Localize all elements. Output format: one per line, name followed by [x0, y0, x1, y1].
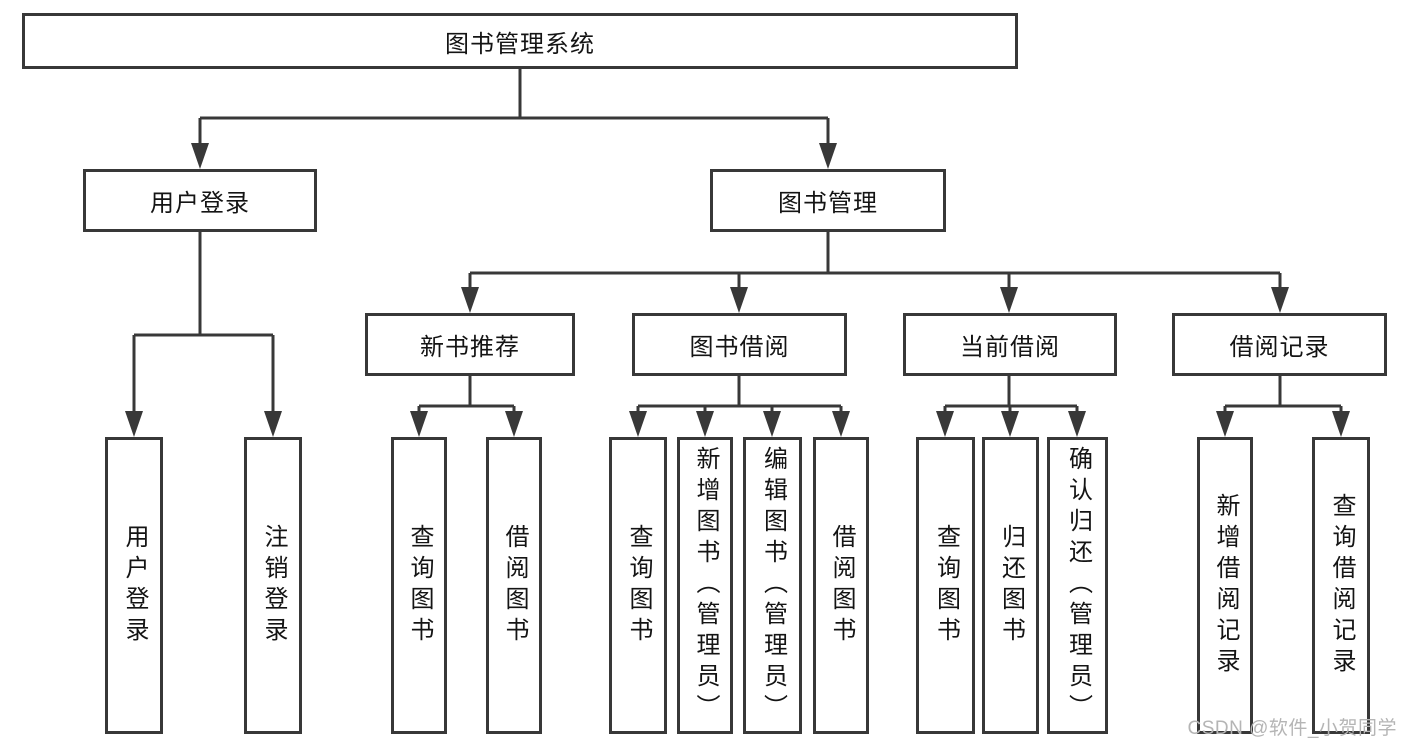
leaf-label: 编辑图书（管理员） — [759, 446, 787, 725]
leaf-label: 查询图书 — [932, 523, 960, 648]
leaf-borrow-books-1: 借阅图书 — [486, 437, 542, 734]
leaf-label: 确认归还（管理员） — [1064, 446, 1092, 725]
csdn-watermark: CSDN @软件_小贺同学 — [1187, 718, 1397, 739]
leaf-label: 新增借阅记录 — [1212, 492, 1239, 679]
leaf-confirm-return-admin: 确认归还（管理员） — [1047, 437, 1108, 734]
leaf-label: 查询图书 — [406, 523, 433, 648]
leaf-label: 借阅图书 — [501, 523, 528, 648]
node-current-borrow: 当前借阅 — [903, 313, 1117, 376]
leaf-label: 借阅图书 — [828, 523, 855, 648]
leaf-label: 查询图书 — [625, 523, 652, 648]
leaf-user-login: 用户登录 — [105, 437, 163, 734]
leaf-label: 注销登录 — [260, 523, 287, 648]
leaf-label: 归还图书 — [997, 523, 1025, 648]
node-borrow-records: 借阅记录 — [1172, 313, 1387, 376]
leaf-label: 新增图书（管理员） — [692, 446, 719, 725]
leaf-label: 查询借阅记录 — [1328, 492, 1355, 679]
leaf-query-books-3: 查询图书 — [916, 437, 975, 734]
leaf-query-borrow-record: 查询借阅记录 — [1312, 437, 1370, 734]
leaf-query-books-2: 查询图书 — [609, 437, 667, 734]
leaf-query-books-1: 查询图书 — [391, 437, 447, 734]
leaf-add-books-admin: 新增图书（管理员） — [677, 437, 733, 734]
node-root-system: 图书管理系统 — [22, 13, 1018, 69]
leaf-edit-books-admin: 编辑图书（管理员） — [743, 437, 802, 734]
node-user-login: 用户登录 — [83, 169, 317, 232]
leaf-logout: 注销登录 — [244, 437, 302, 734]
leaf-label: 用户登录 — [121, 523, 148, 648]
leaf-add-borrow-record: 新增借阅记录 — [1197, 437, 1253, 734]
node-book-management: 图书管理 — [710, 169, 946, 232]
leaf-borrow-books-2: 借阅图书 — [813, 437, 869, 734]
node-new-book-recommend: 新书推荐 — [365, 313, 575, 376]
leaf-return-books: 归还图书 — [982, 437, 1039, 734]
node-book-borrow: 图书借阅 — [632, 313, 847, 376]
